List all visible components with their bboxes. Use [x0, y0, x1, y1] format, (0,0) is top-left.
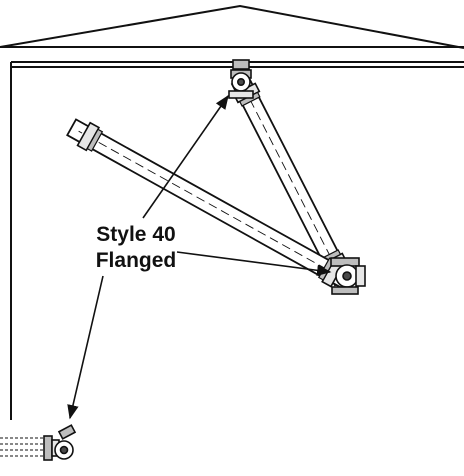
wall-connection-dashes [0, 437, 46, 457]
swivel-joint-middle [330, 257, 366, 295]
arrow-to-bottom-joint [67, 275, 104, 420]
swivel-joint-bottom [0, 424, 77, 461]
callout-line-2: Flanged [95, 249, 177, 272]
swivel-joint-top [228, 69, 254, 99]
arrow-to-middle-joint [176, 251, 332, 277]
arrow-to-top-joint [142, 94, 229, 219]
callout-label: Style 40 Flanged [66, 222, 206, 274]
callout-arrows [67, 94, 332, 420]
callout-line-1: Style 40 [96, 223, 176, 246]
